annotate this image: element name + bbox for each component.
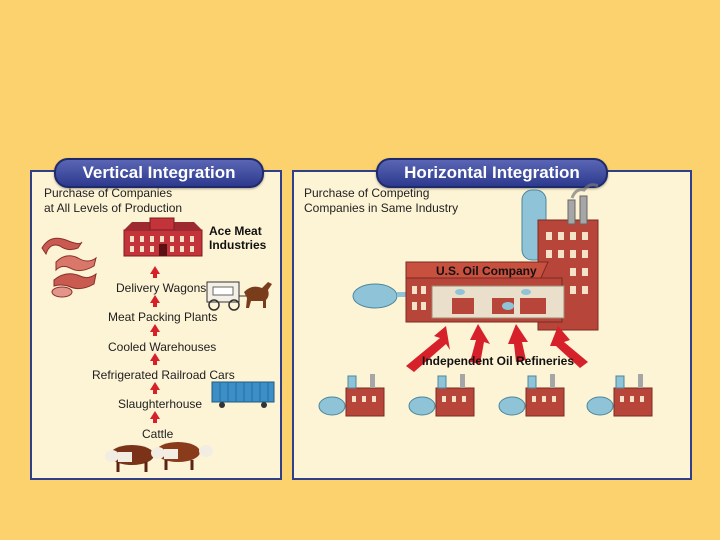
step-slaughterhouse: Slaughterhouse xyxy=(118,397,203,411)
vertical-flow-arrows xyxy=(150,266,160,423)
absorbed-refineries-icon xyxy=(452,289,546,314)
refinery-3-icon xyxy=(498,374,565,417)
independent-refineries-row xyxy=(318,374,653,417)
refinery-4-icon xyxy=(586,374,653,417)
horizontal-subtitle-line2: Companies in Same Industry xyxy=(304,201,459,215)
independent-refineries-label: Independent Oil Refineries xyxy=(422,354,575,368)
ace-meat-factory-icon xyxy=(123,217,203,257)
horizontal-integration-title: Horizontal Integration xyxy=(376,158,608,188)
vertical-subtitle-line1: Purchase of Companies xyxy=(44,186,173,200)
vertical-subtitle: Purchase of Companies at All Levels of P… xyxy=(44,186,182,216)
delivery-wagon-icon xyxy=(206,281,272,311)
ace-meat-line1: Ace Meat xyxy=(209,224,262,238)
vertical-subtitle-line2: at All Levels of Production xyxy=(44,201,183,215)
step-cooled-warehouses: Cooled Warehouses xyxy=(108,340,217,354)
horizontal-subtitle: Purchase of Competing Companies in Same … xyxy=(304,186,458,216)
cattle-icon xyxy=(105,442,213,472)
refinery-1-icon xyxy=(318,374,385,417)
us-oil-company-label: U.S. Oil Company xyxy=(436,264,537,278)
us-oil-refinery-icon xyxy=(352,183,599,331)
horizontal-integration-panel: Horizontal Integration Purchase of Compe… xyxy=(292,158,692,480)
refinery-2-icon xyxy=(408,374,475,417)
step-meat-packing-plants: Meat Packing Plants xyxy=(108,310,218,324)
ace-meat-line2: Industries xyxy=(209,238,267,252)
horizontal-flow-arrows xyxy=(406,324,588,372)
railroad-car-icon xyxy=(211,381,275,408)
step-cattle: Cattle xyxy=(142,427,174,441)
horizontal-subtitle-line1: Purchase of Competing xyxy=(304,186,430,200)
ace-meat-label: Ace Meat Industries xyxy=(209,224,266,252)
meat-cuts-icon xyxy=(41,237,97,298)
step-delivery-wagons: Delivery Wagons xyxy=(116,281,207,295)
step-refrigerated-railroad-cars: Refrigerated Railroad Cars xyxy=(92,368,235,382)
vertical-integration-title: Vertical Integration xyxy=(54,158,264,188)
